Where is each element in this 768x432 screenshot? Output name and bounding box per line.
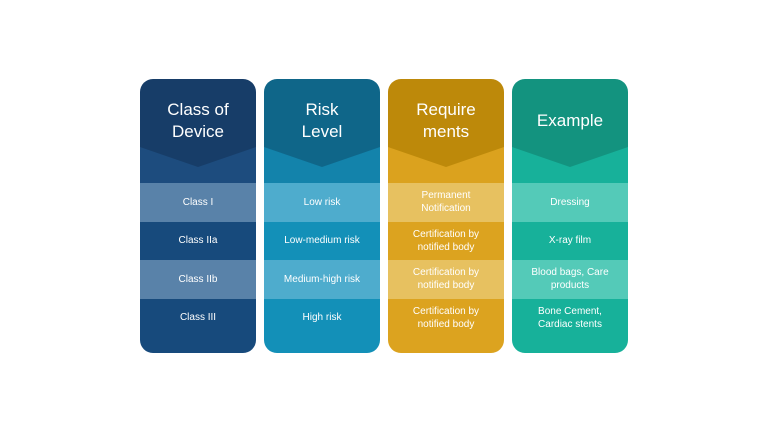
cell: Bone Cement, Cardiac stents (512, 298, 628, 353)
column-header: Example (512, 79, 628, 183)
cell: Class IIb (140, 260, 256, 299)
column-title: Risk Level (301, 100, 343, 141)
column-title: Example (536, 111, 604, 130)
cell: Class IIa (140, 221, 256, 260)
column-example: Example Dressing X-ray film Blood bags, … (512, 79, 628, 353)
column-rows: Permanent Notification Certification by … (388, 183, 504, 353)
column-class-of-device: Class of Device Class I Class IIa Class … (140, 79, 256, 353)
cell: Certification by notified body (388, 298, 504, 353)
cell: Certification by notified body (388, 260, 504, 299)
cell: Low risk (264, 183, 380, 222)
cell: Dressing (512, 183, 628, 222)
cell: Class I (140, 183, 256, 222)
cell: Blood bags, Care products (512, 260, 628, 299)
cell: Low-medium risk (264, 221, 380, 260)
cell: Class III (140, 298, 256, 353)
column-header: Risk Level (264, 79, 380, 183)
column-requirements: Require ments Permanent Notification Cer… (388, 79, 504, 353)
cell: Medium-high risk (264, 260, 380, 299)
classification-table: Class of Device Class I Class IIa Class … (140, 79, 628, 353)
column-title: Require ments (416, 100, 476, 141)
cell: High risk (264, 298, 380, 353)
column-rows: Dressing X-ray film Blood bags, Care pro… (512, 183, 628, 353)
cell: X-ray film (512, 221, 628, 260)
column-rows: Class I Class IIa Class IIb Class III (140, 183, 256, 353)
column-rows: Low risk Low-medium risk Medium-high ris… (264, 183, 380, 353)
column-header: Require ments (388, 79, 504, 183)
cell: Certification by notified body (388, 221, 504, 260)
cell: Permanent Notification (388, 183, 504, 222)
column-risk-level: Risk Level Low risk Low-medium risk Medi… (264, 79, 380, 353)
column-header: Class of Device (140, 79, 256, 183)
column-title: Class of Device (167, 100, 229, 141)
